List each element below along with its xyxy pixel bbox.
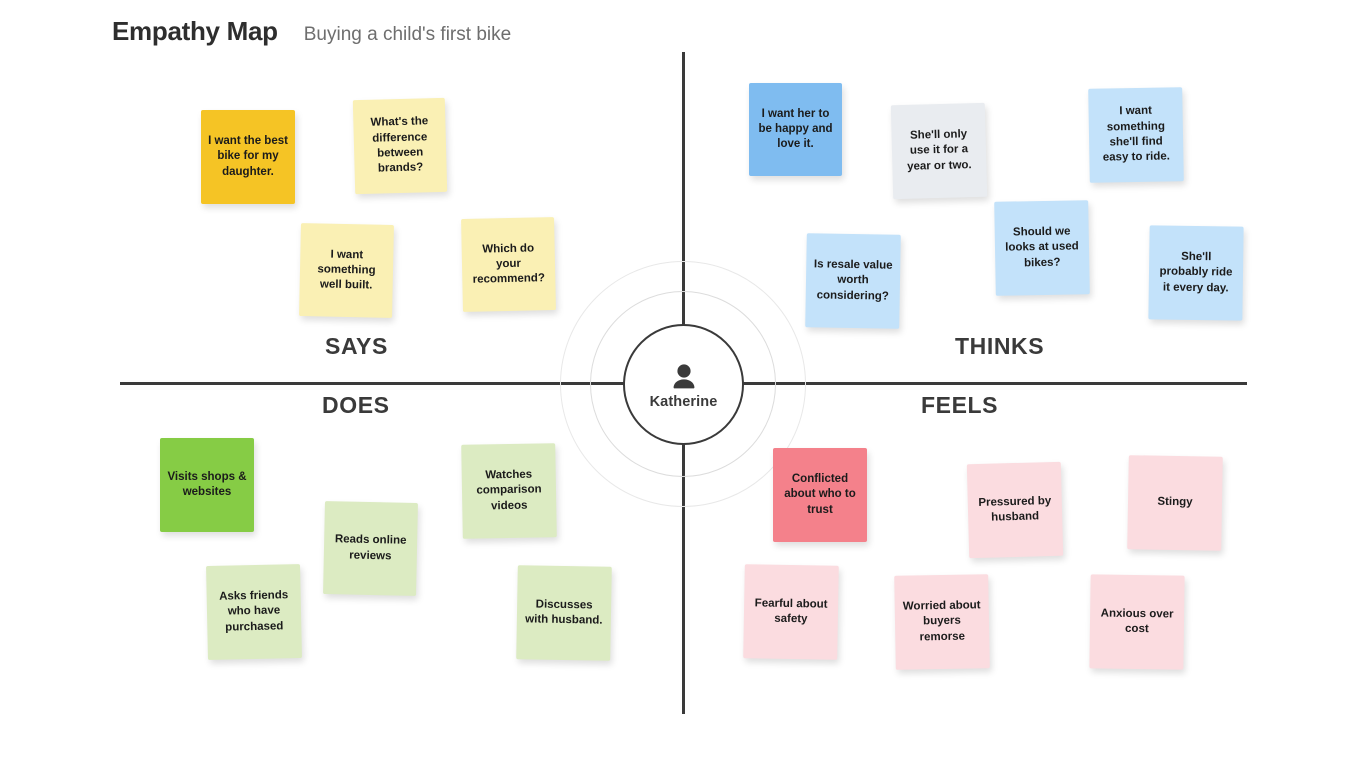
sticky-note-says-2[interactable]: What's the difference between brands? [352,97,448,195]
persona-hub[interactable]: Katherine [623,324,744,445]
sticky-note-says-1[interactable]: I want the best bike for my daughter. [201,110,295,204]
sticky-note-thinks-6[interactable]: She'll probably ride it every day. [1148,225,1244,321]
sticky-note-feels-3[interactable]: Stingy [1127,455,1223,551]
sticky-note-says-3[interactable]: I want something well built. [299,223,394,318]
quadrant-label-feels: FEELS [921,392,999,418]
sticky-note-thinks-2[interactable]: She'll only use it for a year or two. [890,102,988,200]
sticky-note-thinks-5[interactable]: Should we looks at used bikes? [994,200,1090,296]
page-subtitle: Buying a child's first bike [303,24,512,45]
persona-name: Katherine [649,393,718,410]
page-header: Empathy Map Buying a child's first bike [112,16,511,47]
sticky-note-feels-4[interactable]: Fearful about safety [743,564,839,660]
sticky-note-thinks-1[interactable]: I want her to be happy and love it. [749,83,842,176]
sticky-note-does-5[interactable]: Discusses with husband. [516,565,612,661]
persona-ring-middle [590,291,776,477]
page-title: Empathy Map [112,16,278,46]
quadrant-label-thinks: THINKS [955,333,1045,359]
sticky-note-thinks-4[interactable]: Is resale value worth considering? [805,233,901,329]
sticky-note-does-4[interactable]: Asks friends who have purchased [206,564,302,660]
sticky-note-feels-5[interactable]: Worried about buyers remorse [894,574,990,670]
sticky-note-thinks-3[interactable]: I want something she'll find easy to rid… [1088,87,1184,183]
persona-ring-outer [560,261,806,507]
person-icon [673,363,694,388]
sticky-note-does-3[interactable]: Reads online reviews [323,501,418,596]
quadrant-label-says: SAYS [325,333,388,359]
sticky-note-does-1[interactable]: Visits shops & websites [160,438,254,532]
sticky-note-feels-6[interactable]: Anxious over cost [1089,574,1185,670]
quadrant-label-does: DOES [322,392,390,418]
sticky-note-feels-2[interactable]: Pressured by husband [966,461,1064,559]
sticky-note-feels-1[interactable]: Conflicted about who to trust [773,448,867,542]
sticky-note-says-4[interactable]: Which do your recommend? [461,217,556,312]
sticky-note-does-2[interactable]: Watches comparison videos [461,443,557,539]
